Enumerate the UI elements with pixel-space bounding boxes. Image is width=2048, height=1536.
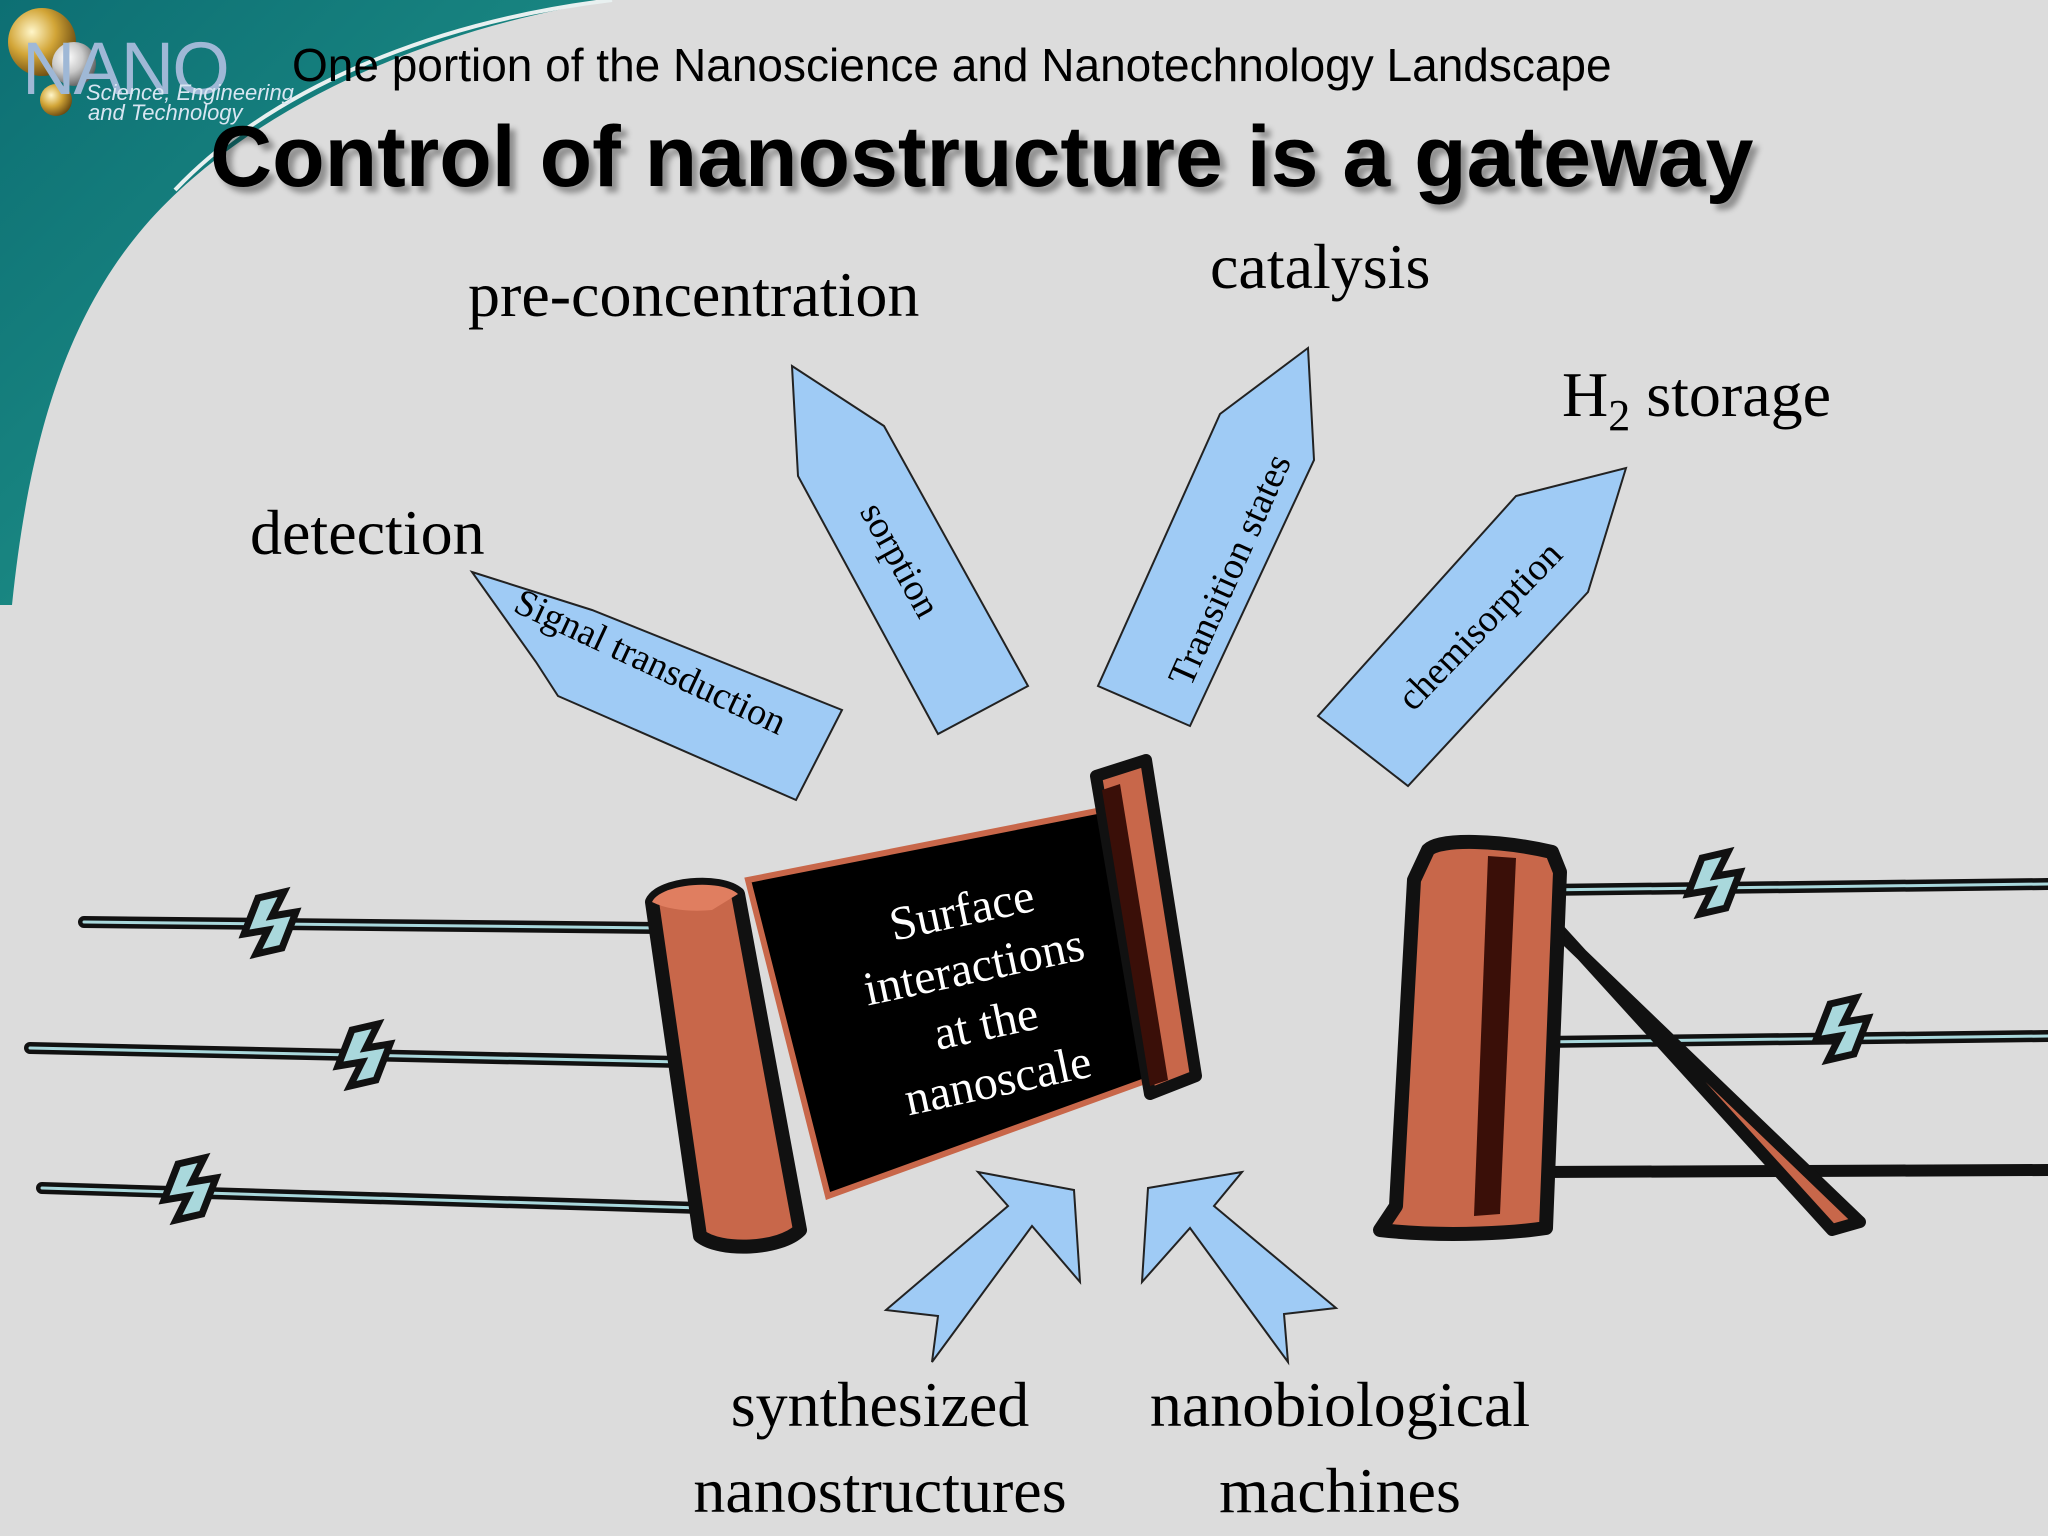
logo-tagline-1: Science, Engineering [86,80,294,105]
logo-sphere-silver [52,42,96,86]
arrow-signal-transduction [469,570,844,802]
bio-line-1: nanobiological [1149,1369,1531,1440]
arrow-transition-states [1096,346,1316,728]
gateway-sign [645,754,1202,1254]
h2-subscript: 2 [1608,390,1631,440]
arrow-nanobiological-input [1140,1170,1339,1366]
bio-line-2: machines [1219,1455,1461,1526]
label-h2-storage: H2 storage [1562,358,1831,441]
h2-storage-word: storage [1630,359,1832,430]
label-synthesized-nanostructures: synthesized nanostructures [660,1362,1100,1534]
slide-title: Control of nanostructure is a gateway [210,109,1754,205]
synth-line-2: nanostructures [693,1455,1067,1526]
right-fence-wires [1534,878,2048,1178]
logo-wordmark: NANO [22,27,230,110]
right-fence-post [1373,835,1866,1241]
h2-symbol: H [1562,359,1609,430]
synth-line-1: synthesized [730,1369,1030,1440]
left-barbs [158,886,396,1226]
label-detection: detection [250,497,485,568]
right-barbs [1682,846,1874,1066]
slide-subtitle: One portion of the Nanoscience and Nanot… [292,39,1612,91]
label-catalysis: catalysis [1210,231,1431,302]
arrow-chemisorption [1316,466,1628,788]
logo-swoosh [0,0,612,605]
label-nanobiological-machines: nanobiological machines [1120,1362,1560,1534]
label-pre-concentration: pre-concentration [468,259,920,330]
logo-tagline-2: and Technology [88,100,243,125]
arrow-synthesized-input [883,1170,1082,1363]
arrow-sorption [790,364,1030,736]
